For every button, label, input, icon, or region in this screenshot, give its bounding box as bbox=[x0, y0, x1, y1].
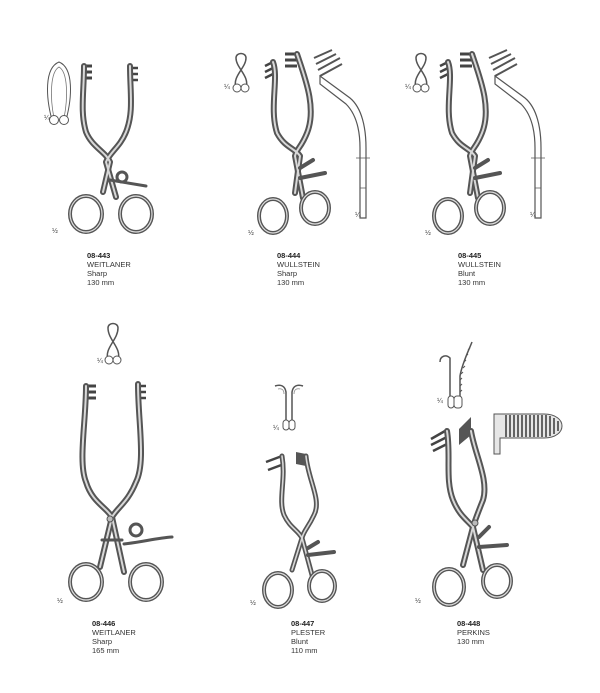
product-code: 08-443 bbox=[87, 251, 111, 260]
scale-detail: ¼ bbox=[405, 84, 411, 91]
product-length: 110 mm bbox=[291, 646, 318, 655]
retractor-illustration bbox=[430, 417, 513, 607]
loop-detail-icon bbox=[47, 61, 71, 125]
scale-main: ½ bbox=[57, 598, 63, 605]
product-name: PLESTER bbox=[291, 628, 326, 637]
product-08-445: ¼ ¼ ½ 08-445 WULLSTEIN Blunt 130 mm bbox=[385, 0, 600, 300]
product-name: WEITLANER bbox=[87, 260, 131, 269]
product-label: 08-447 PLESTER Blunt 110 mm bbox=[291, 619, 325, 655]
scale-detail: ¼ bbox=[273, 425, 279, 432]
product-label: 08-444 WULLSTEIN Sharp 130 mm bbox=[277, 251, 320, 287]
retractor-illustration bbox=[432, 51, 506, 235]
retractor-illustration bbox=[68, 381, 174, 602]
blade-detail-icon bbox=[439, 341, 473, 409]
product-label: 08-446 WEITLANER Sharp 165 mm bbox=[92, 619, 136, 655]
blade-side-view-icon bbox=[313, 49, 370, 219]
product-08-444: ¼ ¼ ½ 08-444 WULLSTEIN Sharp 130 mm bbox=[200, 0, 400, 300]
product-type: Sharp bbox=[92, 637, 113, 646]
product-length: 130 mm bbox=[457, 637, 485, 646]
scale-detail: ¼ bbox=[437, 398, 443, 405]
retractor-illustration bbox=[262, 452, 337, 609]
product-type: Blunt bbox=[458, 269, 476, 278]
product-label: 08-443 WEITLANER Sharp 130 mm bbox=[87, 251, 131, 287]
product-length: 165 mm bbox=[92, 646, 120, 655]
product-name: WULLSTEIN bbox=[277, 260, 320, 269]
product-code: 08-445 bbox=[458, 251, 482, 260]
blade-side-view-icon bbox=[488, 49, 545, 219]
scale-main: ½ bbox=[52, 228, 58, 235]
product-length: 130 mm bbox=[458, 278, 486, 287]
retractor-illustration bbox=[68, 63, 154, 234]
scale-main: ½ bbox=[415, 598, 421, 605]
scale-detail: ¼ bbox=[44, 115, 50, 122]
scale-main: ½ bbox=[250, 600, 256, 607]
retractor-illustration bbox=[257, 51, 331, 235]
product-type: Blunt bbox=[291, 637, 309, 646]
product-name: WULLSTEIN bbox=[458, 260, 501, 269]
product-length: 130 mm bbox=[87, 278, 115, 287]
scale-detail: ¼ bbox=[224, 84, 230, 91]
product-label: 08-448 PERKINS 130 mm bbox=[457, 619, 490, 646]
scale-main: ½ bbox=[425, 230, 431, 237]
loop-detail-icon bbox=[104, 322, 122, 365]
blade-end-view-icon bbox=[493, 413, 563, 455]
product-code: 08-447 bbox=[291, 619, 315, 628]
product-code: 08-444 bbox=[277, 251, 301, 260]
loop-detail-icon bbox=[232, 52, 250, 93]
scale-side: ¼ bbox=[355, 212, 361, 219]
product-type: Sharp bbox=[87, 269, 108, 278]
product-type: Sharp bbox=[277, 269, 298, 278]
scale-detail: ¼ bbox=[97, 358, 103, 365]
loop-detail-icon bbox=[412, 52, 430, 93]
product-code: 08-446 bbox=[92, 619, 116, 628]
product-label: 08-445 WULLSTEIN Blunt 130 mm bbox=[458, 251, 501, 287]
scale-main: ½ bbox=[248, 230, 254, 237]
product-name: PERKINS bbox=[457, 628, 490, 637]
product-08-448: ¼ ½ 08-448 PERKINS 130 mm bbox=[400, 310, 600, 690]
product-08-446: ¼ ½ 08-446 WEITLANER Sharp 165 mm bbox=[0, 310, 200, 690]
product-code: 08-448 bbox=[457, 619, 481, 628]
product-name: WEITLANER bbox=[92, 628, 136, 637]
scale-side: ¼ bbox=[530, 212, 536, 219]
product-length: 130 mm bbox=[277, 278, 305, 287]
blade-detail-icon bbox=[274, 384, 304, 431]
product-08-443: ¼ ½ 08-443 WEITLANER Sharp 130 mm bbox=[0, 0, 200, 300]
product-08-447: ¼ ½ 08-447 PLESTER Blunt 110 mm bbox=[200, 310, 400, 690]
